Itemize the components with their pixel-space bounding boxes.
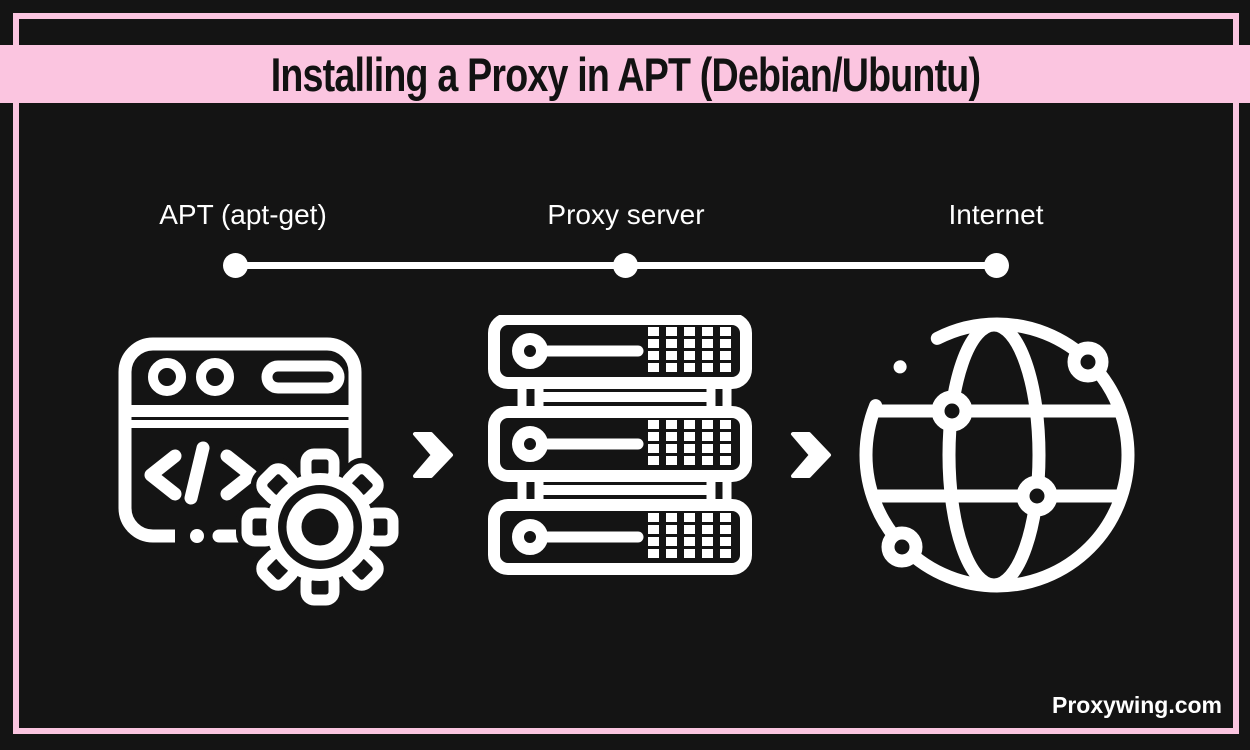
label-proxy-server: Proxy server [547, 199, 705, 230]
connector-dot-internet [984, 253, 1009, 278]
watermark-proxywing: Proxywing.com [1052, 692, 1222, 718]
terminal-window-gear-icon [118, 337, 400, 610]
chevron-right-icon [791, 432, 831, 478]
title-banner: Installing a Proxy in APT (Debian/Ubuntu… [0, 45, 1250, 103]
pink-border-frame [13, 13, 1239, 734]
connector-dot-proxy [613, 253, 638, 278]
gear-icon [241, 448, 399, 606]
label-internet: Internet [948, 199, 1044, 230]
globe-network-icon [859, 317, 1135, 593]
connector-dot-apt [223, 253, 248, 278]
label-apt: APT (apt-get) [159, 199, 327, 230]
chevron-right-icon [413, 432, 453, 478]
server-rack-icon [488, 315, 752, 575]
page-title: Installing a Proxy in APT (Debian/Ubuntu… [270, 47, 980, 101]
